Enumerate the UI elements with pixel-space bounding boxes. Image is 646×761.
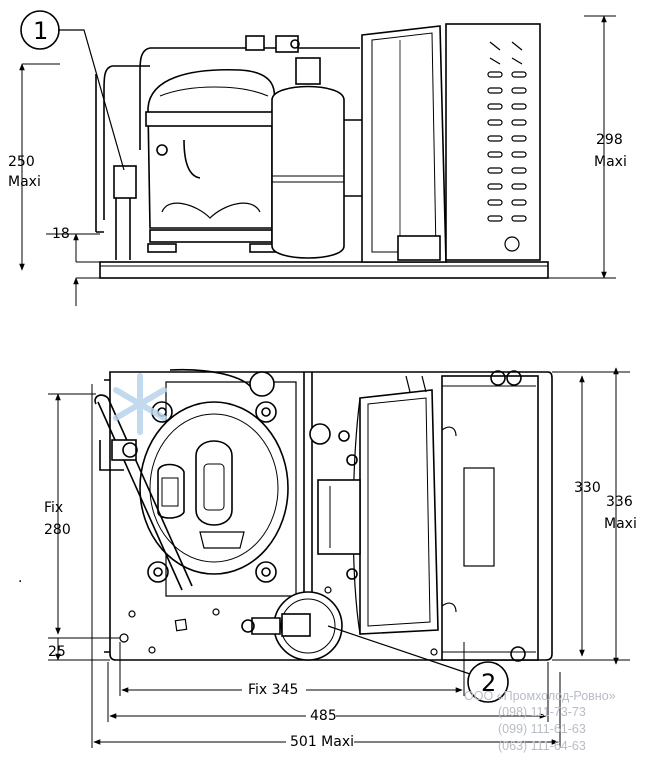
outer-336-label: 336 bbox=[606, 494, 633, 510]
snowflake-logo-icon bbox=[113, 373, 167, 435]
fix-label: Fix bbox=[44, 500, 63, 516]
watermark-phone-1: (098) 111-73-73 bbox=[498, 705, 586, 719]
height-250-label: 250 bbox=[8, 154, 35, 170]
callout-1: 1 bbox=[20, 10, 125, 171]
total-298-label: 298 bbox=[596, 132, 623, 148]
height-maxi-label: Maxi bbox=[8, 174, 41, 190]
side-height-dimension bbox=[19, 15, 616, 306]
watermark: ООО «Промхолод-Ровно» (098) 111-73-73 (0… bbox=[113, 373, 616, 753]
inner-330-label: 330 bbox=[574, 480, 601, 496]
offset-25-label: 25 bbox=[48, 644, 66, 660]
max-width-501-label: 501 Maxi bbox=[290, 734, 354, 750]
callout-1-number: 1 bbox=[33, 17, 48, 45]
base-plate bbox=[99, 261, 549, 279]
receiver-cylinder bbox=[271, 57, 345, 259]
watermark-company: ООО «Промхолод-Ровно» bbox=[464, 689, 616, 703]
piping bbox=[95, 35, 362, 260]
fix-345-label: Fix 345 bbox=[248, 682, 298, 698]
receiver-plan bbox=[241, 591, 343, 661]
watermark-phone-2: (099) 111-61-63 bbox=[498, 722, 586, 736]
plan-dimensions bbox=[48, 367, 630, 748]
condenser-coil bbox=[445, 23, 541, 261]
callout-2: 2 bbox=[327, 625, 509, 703]
compressor bbox=[145, 68, 279, 253]
total-maxi-label: Maxi bbox=[594, 154, 627, 170]
watermark-phone-3: (063) 111-64-63 bbox=[498, 739, 586, 753]
fix-280-label: 280 bbox=[44, 522, 71, 538]
condenser-plan bbox=[441, 370, 539, 662]
base-18-label: 18 bbox=[52, 226, 70, 242]
fan-plan bbox=[317, 389, 439, 635]
stray-dot: . bbox=[18, 570, 22, 586]
condenser-fan-housing bbox=[361, 25, 447, 263]
piping-plan bbox=[94, 368, 427, 600]
width-485-label: 485 bbox=[310, 708, 337, 724]
callout-2-number: 2 bbox=[481, 669, 496, 697]
side-view bbox=[19, 15, 616, 306]
outer-maxi-label: Maxi bbox=[604, 516, 637, 532]
plan-view bbox=[48, 367, 630, 748]
